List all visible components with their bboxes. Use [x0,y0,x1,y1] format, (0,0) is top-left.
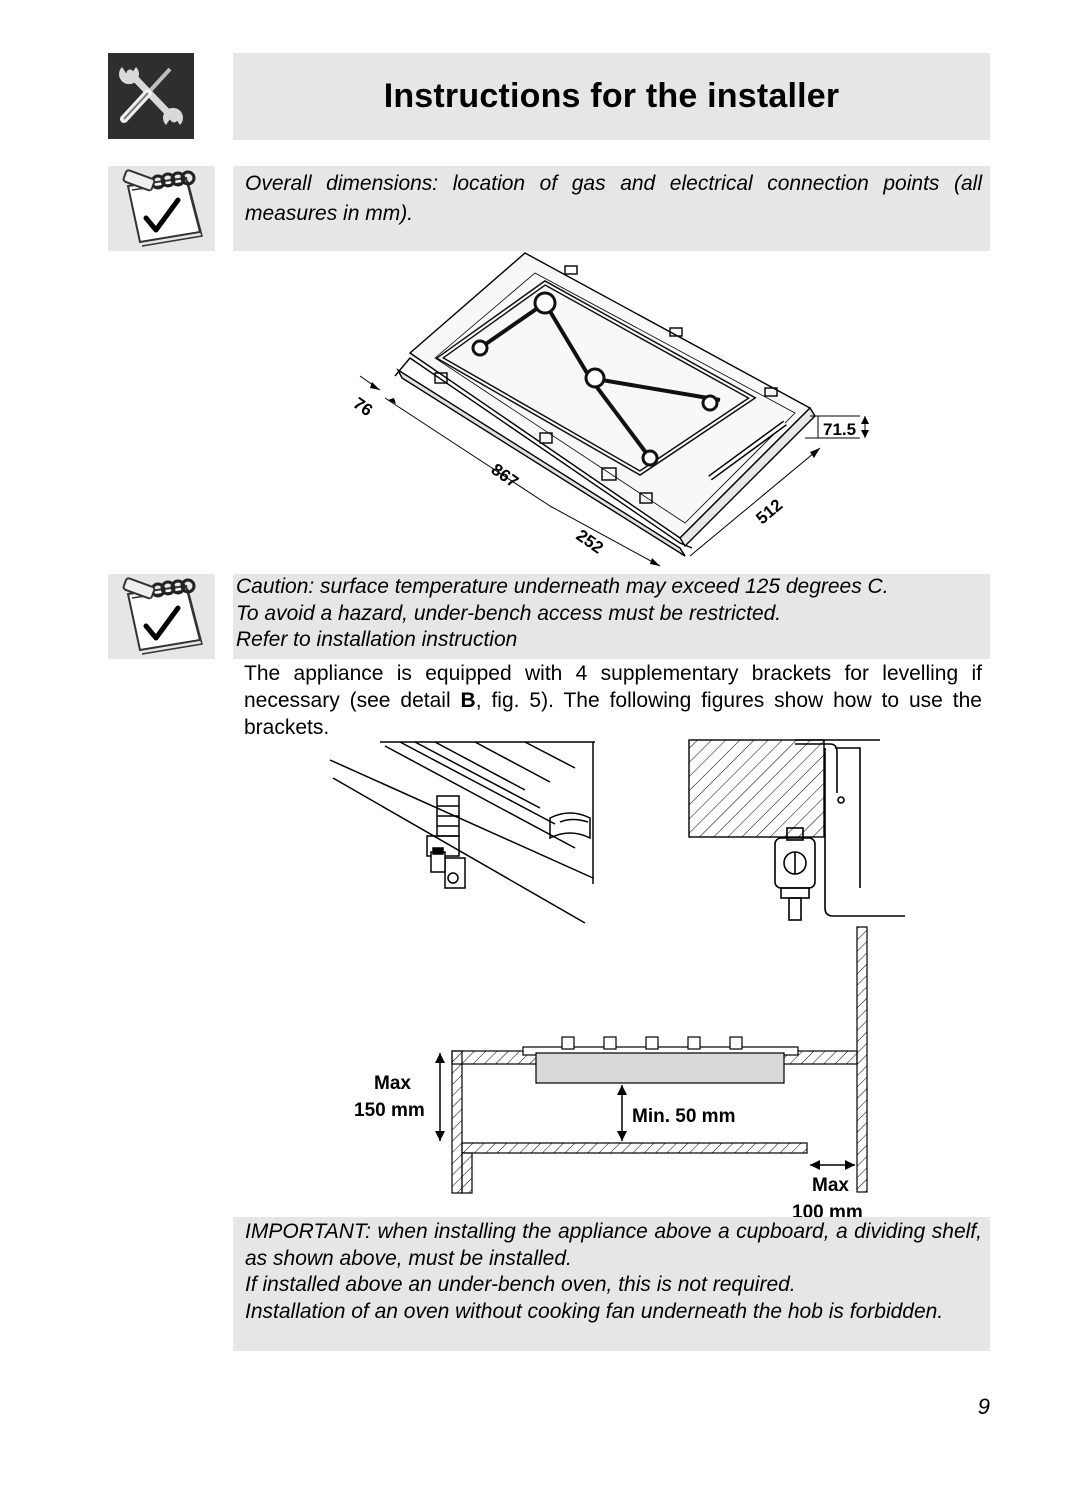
caution-text: Caution: surface temperature underneath … [236,574,981,654]
installation-section-figure: Max 150 mm Min. 50 mm Max 100 mm [354,926,868,1220]
brackets-paragraph: The appliance is equipped with 4 supplem… [244,660,982,741]
important-note-box [233,1217,990,1351]
caution-line: Caution: surface temperature underneath … [236,575,889,598]
caution-line: To avoid a hazard, under-bench access mu… [236,601,782,625]
tools-icon [108,53,194,139]
header-bar: Instructions for the installer [233,53,990,140]
important-line: Installation of an oven without cooking … [245,1299,944,1323]
dim-252-label: 252 [573,526,607,558]
dimensions-note-text: Overall dimensions: location of gas and … [245,172,982,225]
important-text: IMPORTANT: when installing the appliance… [245,1219,982,1325]
dimensions-note-box [233,166,990,251]
caution-note-box [233,574,990,659]
max-150-label: 150 mm [354,1100,425,1121]
dim-867-label: 867 [488,460,522,492]
max-100-label: 100 mm [792,1202,863,1220]
important-line: IMPORTANT: when installing the appliance… [245,1220,982,1270]
paragraph-text: The appliance is equipped with 4 supplem… [244,662,982,712]
paragraph-text: , fig. 5). The following figures show ho… [244,689,982,739]
max-label: Max [374,1073,411,1094]
dim-71-5-label: 71.5 [823,420,856,439]
hob-dimensions-figure: 76 867 252 512 71.5 [350,252,869,567]
page-title: Instructions for the installer [383,77,840,115]
max-label-2: Max [812,1175,849,1196]
notebook-check-icon [108,166,215,251]
page-number: 9 [977,1394,990,1419]
detail-letter: B [460,689,476,712]
notebook-check-icon [108,574,215,659]
dim-76-label: 76 [350,394,376,420]
important-line: If installed above an under-bench oven, … [245,1273,796,1296]
bracket-detail-figure [329,741,595,924]
caution-line: Refer to installation instruction [236,628,518,651]
bracket-worktop-figure [688,739,905,921]
min-50-label: Min. 50 mm [632,1106,735,1127]
